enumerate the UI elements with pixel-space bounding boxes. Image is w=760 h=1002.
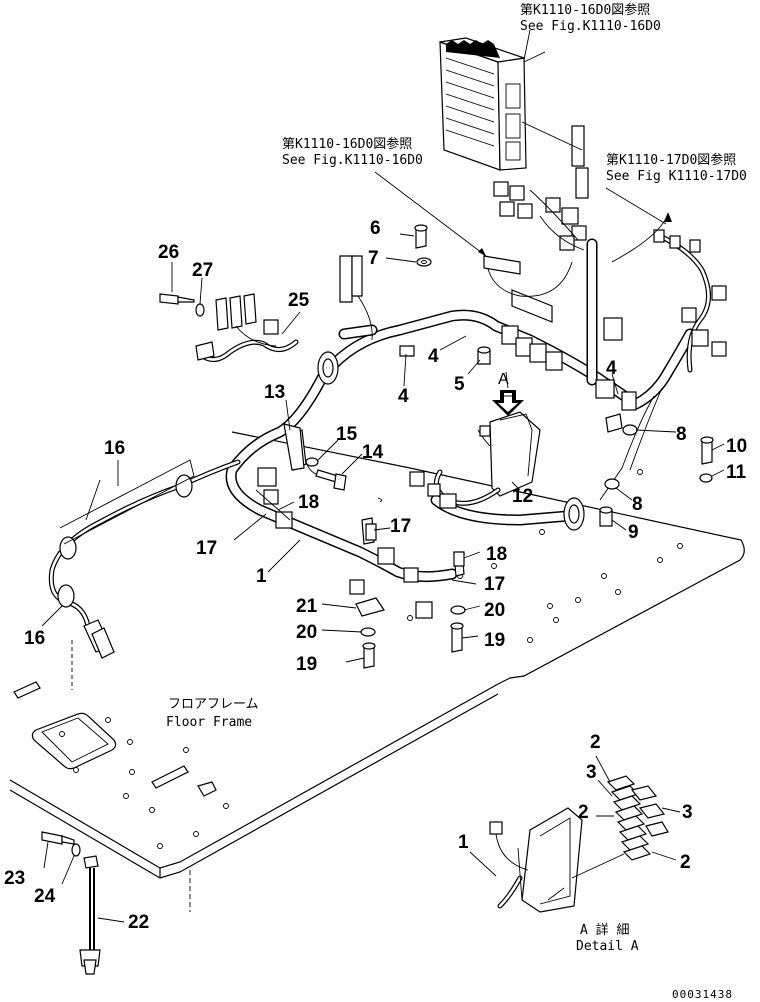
part-num-3a: 3 — [586, 762, 597, 783]
controller-unit — [439, 37, 546, 171]
part-num-6: 6 — [370, 218, 381, 239]
part-num-23: 23 — [4, 868, 25, 889]
part-num-16a: 16 — [104, 438, 125, 459]
ref-mid-en: See Fig.K1110-16D0 — [282, 153, 423, 168]
part-num-19a: 19 — [484, 630, 505, 651]
controller-connectors — [493, 121, 623, 341]
part-num-8a: 8 — [676, 424, 687, 445]
part-num-25: 25 — [288, 290, 310, 311]
part-num-21: 21 — [296, 596, 318, 617]
floor-frame-en: Floor Frame — [166, 715, 252, 730]
view-arrow-a — [492, 390, 524, 416]
part-num-18a: 18 — [298, 492, 319, 513]
part-num-4b: 4 — [398, 386, 409, 407]
part-num-4c: 4 — [606, 358, 617, 379]
part-num-1b: 1 — [458, 832, 469, 853]
ref-right-jp: 第K1110-17D0図参照 — [606, 152, 736, 168]
part-num-2a: 2 — [590, 732, 601, 753]
grommets — [317, 351, 585, 531]
detail-a-jp: A 詳 細 — [580, 922, 629, 938]
right-branch — [599, 212, 727, 501]
part-num-15: 15 — [336, 424, 358, 445]
ref-mid-jp: 第K1110-16D0図参照 — [282, 136, 412, 152]
part-num-18b: 18 — [486, 544, 507, 565]
part-num-17a: 17 — [196, 538, 217, 559]
view-arrow-label: A — [498, 371, 509, 388]
ref-top-en: See Fig.K1110-16D0 — [520, 19, 661, 34]
part-num-22: 22 — [128, 912, 149, 933]
part-num-1a: 1 — [256, 566, 267, 587]
part-num-11: 11 — [726, 462, 747, 483]
harness-connectors — [339, 255, 637, 411]
part-num-17b: 17 — [390, 516, 411, 537]
ref-right-en: See Fig K1110-17D0 — [606, 169, 747, 184]
doc-number: 00031438 — [672, 988, 733, 1001]
part-num-19b: 19 — [296, 654, 317, 675]
hardware — [41, 224, 714, 975]
part-num-16b: 16 — [24, 628, 45, 649]
part-num-8b: 8 — [632, 494, 643, 515]
left-branch — [48, 459, 241, 659]
part-num-20b: 20 — [296, 622, 317, 643]
upper-left-branch — [195, 293, 299, 362]
part-num-14: 14 — [362, 442, 384, 463]
fuse-stack — [606, 775, 669, 861]
part-num-3b: 3 — [682, 802, 693, 823]
part-num-12: 12 — [512, 486, 533, 507]
part-num-10: 10 — [726, 436, 747, 457]
part-num-9: 9 — [628, 522, 639, 543]
part-num-27: 27 — [192, 260, 213, 281]
part-num-2c: 2 — [680, 852, 691, 873]
part-num-24: 24 — [34, 886, 56, 907]
part-num-13: 13 — [264, 382, 285, 403]
floor-frame-jp: フロアフレーム — [168, 697, 259, 712]
part-num-2b: 2 — [578, 802, 589, 823]
detail-a — [469, 755, 681, 913]
part-num-5: 5 — [454, 374, 465, 395]
part-callouts: 6 7 26 27 25 4 4 4 5 13 15 14 16 16 18 1… — [4, 218, 747, 933]
part-num-26: 26 — [158, 242, 179, 263]
bracket-12 — [409, 411, 541, 509]
floor-frame-plate — [9, 431, 745, 912]
leader-lines — [41, 29, 725, 923]
detail-a-en: Detail A — [576, 939, 639, 954]
part-num-20a: 20 — [484, 600, 505, 621]
ref-top-jp: 第K1110-16D0図参照 — [520, 2, 650, 18]
part-num-17c: 17 — [484, 574, 505, 595]
part-num-4a: 4 — [428, 346, 439, 367]
part-num-7: 7 — [368, 248, 379, 269]
